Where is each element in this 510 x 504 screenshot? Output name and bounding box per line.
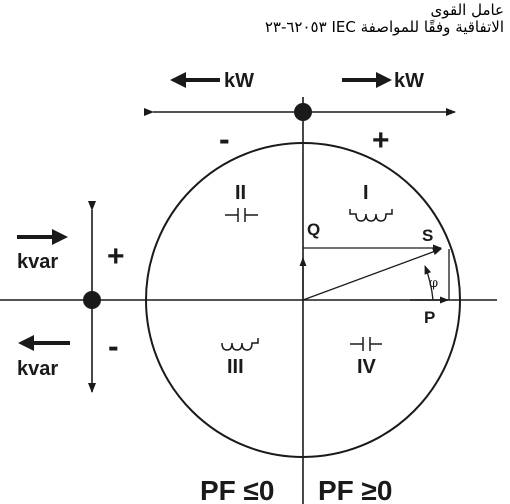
kw-right-arrow-icon	[342, 72, 392, 88]
capacitor-icon	[350, 337, 382, 351]
s-label: S	[422, 226, 433, 245]
inductor-icon	[349, 209, 393, 222]
top-dot	[294, 103, 312, 121]
kw-left-label: kW	[224, 70, 254, 92]
kvar-right-arrow-icon	[17, 229, 68, 245]
sign-left-top: +	[107, 240, 125, 273]
kw-right-label: kW	[394, 70, 424, 92]
quadrant-2-numeral: II	[235, 182, 246, 204]
left-dot	[83, 291, 101, 309]
quadrant-3-numeral: III	[227, 356, 244, 378]
pf-left-label: PF ≤0	[200, 475, 275, 504]
s-vector	[302, 248, 442, 301]
kw-left-arrow-icon	[170, 72, 220, 88]
sign-left-bottom: -	[108, 328, 119, 364]
title-line-1: عامل القوى	[430, 1, 505, 19]
phi-arc	[424, 265, 434, 301]
figure-title: عامل القوى الاتفاقية وفقًا للمواصفة IEC …	[265, 2, 504, 36]
kvar-left-arrow-icon	[18, 335, 70, 351]
inductor-icon	[221, 338, 259, 351]
title-line-2: الاتفاقية وفقًا للمواصفة IEC ٦٢٠٥٣-٢٣	[264, 18, 504, 36]
quadrant-4-numeral: IV	[357, 356, 377, 378]
p-label: P	[424, 308, 435, 327]
kvar-top-label: kvar	[17, 251, 58, 273]
capacitor-icon	[225, 208, 258, 222]
phi-label: φ	[429, 276, 438, 291]
q-label: Q	[307, 220, 320, 239]
sign-top-right: +	[372, 124, 390, 157]
sign-top-left: -	[219, 121, 230, 157]
quadrant-1-numeral: I	[363, 182, 369, 204]
pf-right-label: PF ≥0	[318, 475, 393, 504]
kvar-bottom-label: kvar	[17, 358, 58, 380]
